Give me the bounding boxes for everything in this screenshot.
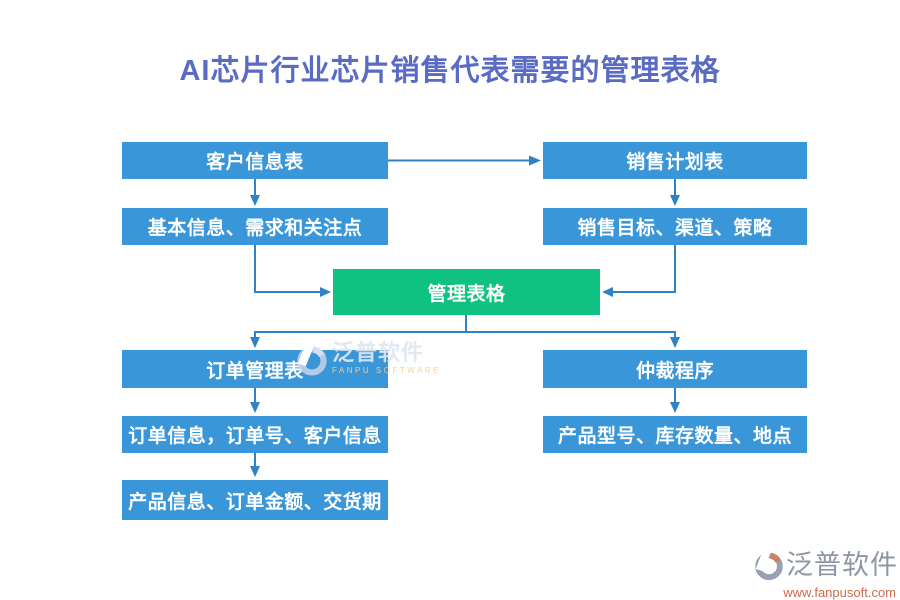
node-sales-plan-table: 销售计划表 [543,142,807,179]
edge-customer-info-to-basic-info [250,179,260,206]
fanpu-swirl-logo-icon [755,548,783,581]
edge-basic-info-to-management [254,245,331,297]
edge-customer-info-to-sales-plan [388,155,541,166]
watermark-brand-text: 泛普软件 [332,340,425,365]
node-arbitration-procedure: 仲裁程序 [543,350,807,388]
footer-url-text: www.fanpusoft.com [783,585,896,600]
edge-sales-plan-to-sales-target [670,179,680,206]
footer-brandmark: 泛普软件 www.fanpusoft.com [740,547,898,600]
node-product-info: 产品信息、订单金额、交货期 [122,480,388,520]
node-customer-info-table: 客户信息表 [122,142,388,179]
edge-order-info-to-product-info [250,452,260,477]
center-watermark: 泛普软件 FANPU SOFTWARE [296,340,441,379]
diagram-title: AI芯片行业芯片销售代表需要的管理表格 [179,55,721,87]
watermark-subtitle-text: FANPU SOFTWARE [332,366,441,376]
edge-sales-target-to-management [602,245,676,297]
edge-arbitration-to-product-model [670,388,680,413]
node-basic-info: 基本信息、需求和关注点 [122,208,388,245]
node-sales-target: 销售目标、渠道、策略 [543,208,807,245]
node-management-table: 管理表格 [333,269,600,315]
node-product-model: 产品型号、库存数量、地点 [543,416,807,453]
node-order-management-table: 订单管理表 [122,350,388,388]
fanpu-swirl-logo-icon [297,341,327,376]
footer-brand-text: 泛普软件 [786,550,898,580]
edge-order-management-to-order-info [250,388,260,413]
node-order-info: 订单信息，订单号、客户信息 [122,416,388,453]
